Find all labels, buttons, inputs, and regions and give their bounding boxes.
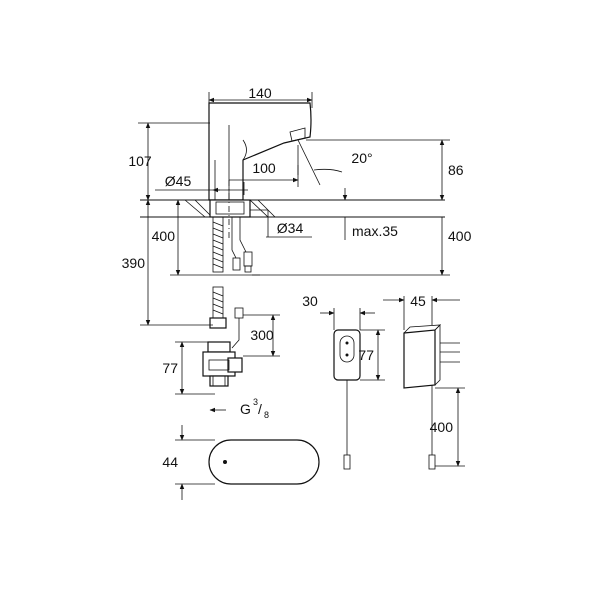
label-thread-den: 8 xyxy=(264,410,269,420)
label-400-right: 400 xyxy=(448,228,472,244)
label-thread-slash: / xyxy=(258,401,262,417)
battery-box xyxy=(333,329,361,470)
label-390: 390 xyxy=(122,255,146,271)
label-d34: Ø34 xyxy=(277,220,304,236)
label-20-deg: 20° xyxy=(351,150,372,166)
dimension-lines xyxy=(138,92,465,500)
power-supply xyxy=(403,324,460,470)
label-44: 44 xyxy=(162,454,178,470)
label-107: 107 xyxy=(128,153,152,169)
label-86: 86 xyxy=(448,162,464,178)
dimension-labels: 140 107 100 20° 86 Ø45 Ø34 max.35 400 39… xyxy=(122,85,472,470)
label-77-valve: 77 xyxy=(162,360,178,376)
countertop xyxy=(140,180,445,240)
label-400-adapter: 400 xyxy=(430,419,454,435)
label-max35: max.35 xyxy=(352,223,398,239)
lower-hose xyxy=(209,286,244,349)
label-100: 100 xyxy=(252,160,276,176)
label-30: 30 xyxy=(302,293,318,309)
label-thread-num: 3 xyxy=(253,397,258,407)
sensor-view xyxy=(208,439,320,485)
solenoid-valve xyxy=(202,341,243,387)
supply-hose xyxy=(212,216,253,273)
faucet-spout xyxy=(208,102,312,201)
label-300: 300 xyxy=(250,327,274,343)
label-77-box: 77 xyxy=(358,347,374,363)
label-d45: Ø45 xyxy=(165,173,192,189)
label-g-thread: G xyxy=(240,401,251,417)
label-45: 45 xyxy=(410,293,426,309)
label-140: 140 xyxy=(248,85,272,101)
label-400-left: 400 xyxy=(152,228,176,244)
